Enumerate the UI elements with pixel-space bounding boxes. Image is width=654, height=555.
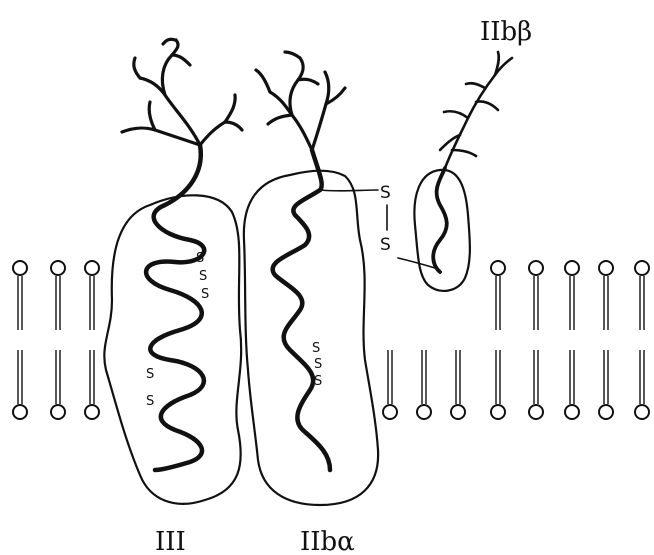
lipid-tail (90, 276, 94, 330)
lipid-head (565, 261, 579, 275)
lipid-head (529, 405, 543, 419)
lipid-tail (496, 276, 500, 330)
disulfide-s-label: S (312, 341, 320, 356)
lipid-head (599, 261, 613, 275)
glycoprotein-iib-beta (414, 52, 512, 291)
glycoprotein-iii-chain (146, 145, 204, 470)
lipid-head (51, 405, 65, 419)
lipid-tail (422, 350, 426, 404)
lipid-head (565, 405, 579, 419)
lipid-head (13, 261, 27, 275)
membrane-lipids-right (383, 261, 649, 419)
inter-chain-disulfide-bond: S S (380, 183, 435, 268)
disulfide-s-label: S (196, 251, 204, 266)
disulfide-s-label: S (380, 183, 391, 203)
lipid-tail (496, 350, 500, 404)
lipid-head (529, 261, 543, 275)
lipid-molecule (491, 261, 505, 419)
label-glycoprotein-iii: III (155, 527, 186, 555)
glycoprotein-iib-alpha-carbohydrate (256, 52, 345, 150)
lipid-molecule (417, 350, 431, 419)
lipid-molecule (451, 350, 465, 419)
lipid-tail (18, 276, 22, 330)
label-glycoprotein-iib-beta: IIbβ (480, 17, 532, 47)
lipid-tail (56, 276, 60, 330)
lipid-tail (90, 350, 94, 404)
lipid-head (451, 405, 465, 419)
glycoprotein-iib-alpha-disulfide: S S S (312, 341, 322, 389)
lipid-molecule (565, 261, 579, 419)
disulfide-s-label: S (146, 394, 154, 409)
lipid-molecule (599, 261, 613, 419)
glycoprotein-iii: S S S S S (104, 39, 242, 504)
disulfide-s-label: S (146, 367, 154, 382)
disulfide-s-label: S (199, 269, 207, 284)
lipid-tail (604, 276, 608, 330)
lipid-tail (456, 350, 460, 404)
lipid-head (491, 261, 505, 275)
label-glycoprotein-iib-alpha: IIbα (300, 527, 355, 555)
lipid-molecule (51, 261, 65, 419)
lipid-tail (534, 276, 538, 330)
glycoprotein-iib-beta-outline (414, 170, 469, 291)
lipid-tail (56, 350, 60, 404)
disulfide-s-label: S (380, 235, 391, 255)
lipid-head (417, 405, 431, 419)
disulfide-s-label: S (314, 357, 322, 372)
lipid-molecule (85, 261, 99, 419)
glycoprotein-iii-disulfide-upper: S S S (196, 251, 209, 302)
lipid-tail (388, 350, 392, 404)
lipid-head (51, 261, 65, 275)
glycoprotein-iib-alpha-chain (273, 150, 330, 470)
lipid-tail (570, 350, 574, 404)
glycoprotein-iib-alpha: S S S (244, 52, 378, 505)
glycoprotein-iii-disulfide-lower: S S (146, 367, 154, 409)
glycoprotein-iib-beta-chain (433, 168, 447, 272)
lipid-head (599, 405, 613, 419)
lipid-head (85, 261, 99, 275)
lipid-tail (534, 350, 538, 404)
lipid-head (85, 405, 99, 419)
lipid-molecule (529, 261, 543, 419)
disulfide-s-label: S (201, 287, 209, 302)
lipid-head (491, 405, 505, 419)
lipid-head (635, 405, 649, 419)
lipid-molecule (13, 261, 27, 419)
lipid-head (13, 405, 27, 419)
membrane-lipids-left (13, 261, 99, 419)
glycoprotein-iib-beta-carbohydrate (440, 52, 512, 168)
lipid-molecule (635, 261, 649, 419)
lipid-tail (18, 350, 22, 404)
lipid-head (383, 405, 397, 419)
lipid-molecule (383, 350, 397, 419)
lipid-tail (640, 350, 644, 404)
lipid-tail (604, 350, 608, 404)
glycoprotein-iii-carbohydrate (122, 39, 242, 145)
glycoprotein-iii-outline (104, 195, 241, 504)
lipid-tail (570, 276, 574, 330)
disulfide-s-label: S (314, 374, 322, 389)
lipid-head (635, 261, 649, 275)
glycoprotein-iib-alpha-outline (244, 171, 378, 505)
iib-alpha-to-iib-beta-link (320, 190, 378, 191)
lipid-tail (640, 276, 644, 330)
